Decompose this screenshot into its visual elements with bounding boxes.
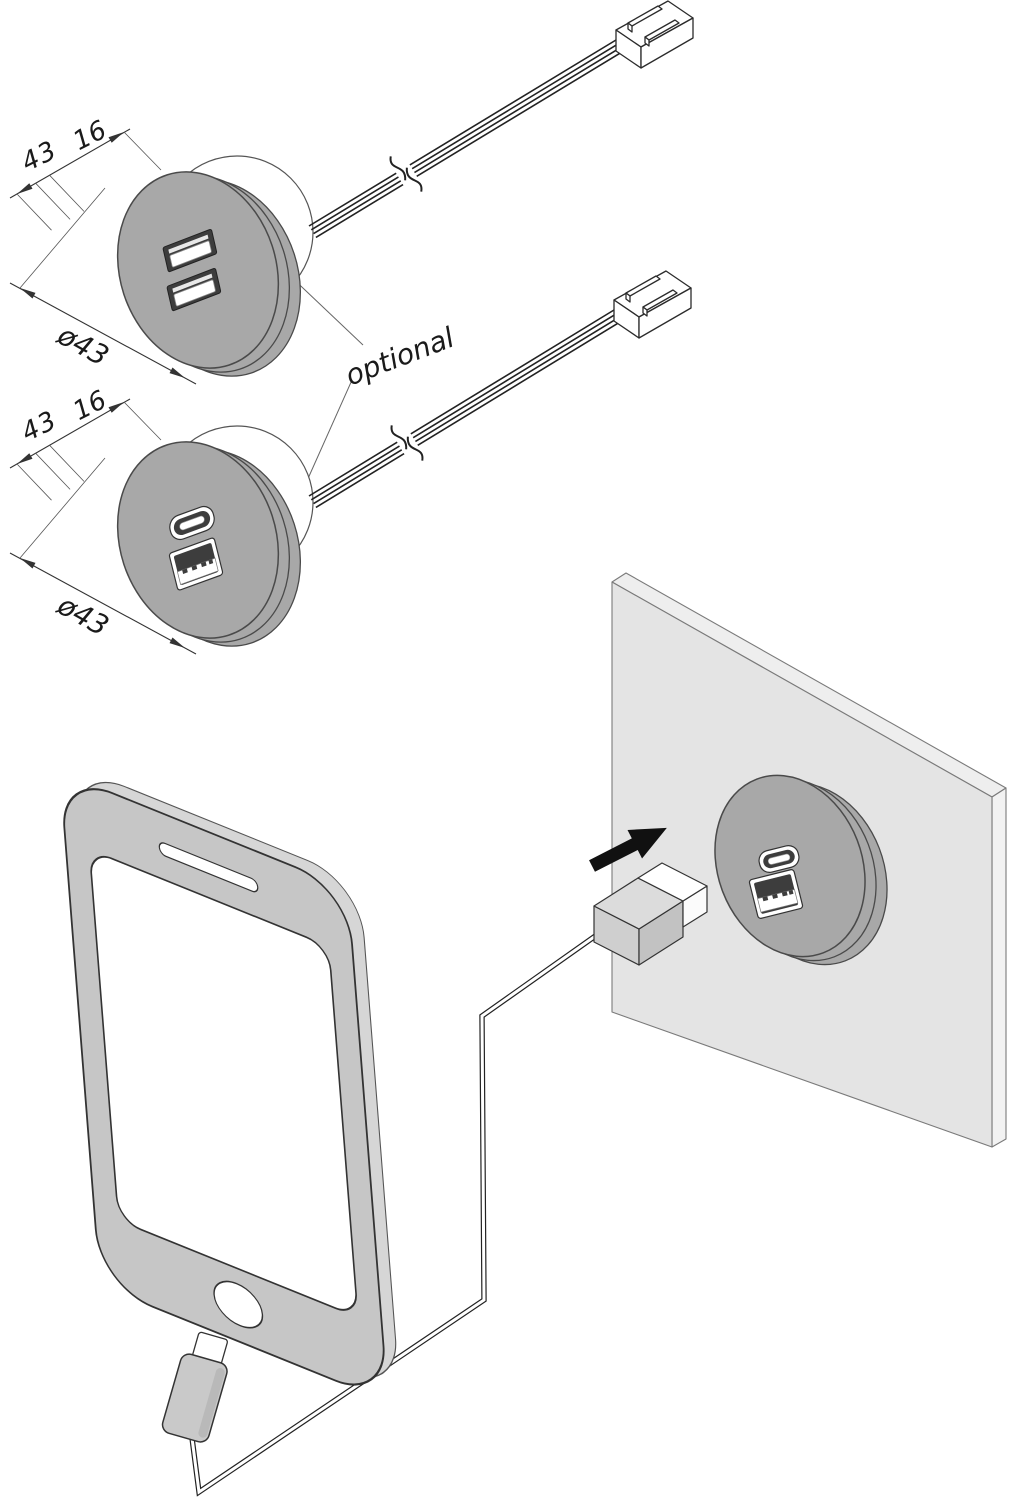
dim-arrow-icon <box>20 558 36 569</box>
home-button-icon <box>213 1280 264 1329</box>
witness-line <box>19 187 106 289</box>
ribbon-cable-socket1 <box>308 39 624 239</box>
diameter-label-socket2: ø43 <box>51 588 114 643</box>
cable-break-symbol <box>389 420 425 466</box>
smartphone <box>63 781 397 1386</box>
panel-socket-disc <box>714 774 888 966</box>
charging-cable <box>189 929 603 1497</box>
usb-a-port-icon <box>168 537 224 591</box>
usb-a-port-icon <box>162 228 218 273</box>
insertion-arrow-icon <box>589 827 667 872</box>
phone-charging-plug <box>161 1331 229 1443</box>
dimension-chain-socket2 <box>9 398 162 501</box>
dimension-chain-socket1 <box>9 128 162 231</box>
wire-connector-socket1 <box>615 0 694 69</box>
socket-disc-dual-usb-a <box>116 171 302 377</box>
cable-break-symbol <box>388 151 424 197</box>
plug-body <box>161 1353 228 1443</box>
phone-screen <box>90 855 357 1311</box>
usb-c-port-icon <box>169 505 215 541</box>
dim-arrow-icon <box>169 637 185 648</box>
diameter-label-socket1: ø43 <box>51 318 114 373</box>
usb-a-port-icon <box>166 267 222 312</box>
socket-disc-usb-c-a <box>116 441 302 647</box>
dim-arrow-icon <box>17 453 33 464</box>
dim-arrow-icon <box>17 183 33 194</box>
witness-line <box>19 457 106 559</box>
witness-lines <box>16 401 162 501</box>
metal-shield-top <box>637 862 708 902</box>
usb-a-port-icon <box>748 869 804 919</box>
dim-arrow-icon <box>108 132 124 143</box>
wire-connector-socket2 <box>613 270 692 339</box>
dimension-diameter-socket1 <box>9 187 197 385</box>
dim-label-16: 16 <box>68 385 111 427</box>
dimension-diameter-socket2 <box>9 457 197 655</box>
panel-side-edge <box>991 787 1007 1148</box>
dim-arrow-icon <box>108 402 124 413</box>
witness-lines <box>16 131 162 231</box>
ribbon-cable-socket2 <box>308 309 622 509</box>
dim-arrow-icon <box>20 288 36 299</box>
speaker-slot-icon <box>158 842 259 893</box>
dim-arrow-icon <box>169 367 185 378</box>
dim-label-16: 16 <box>68 115 111 157</box>
usb-a-plug <box>593 862 708 966</box>
usb-c-port-icon <box>758 845 800 873</box>
optional-label: optional <box>341 321 459 393</box>
